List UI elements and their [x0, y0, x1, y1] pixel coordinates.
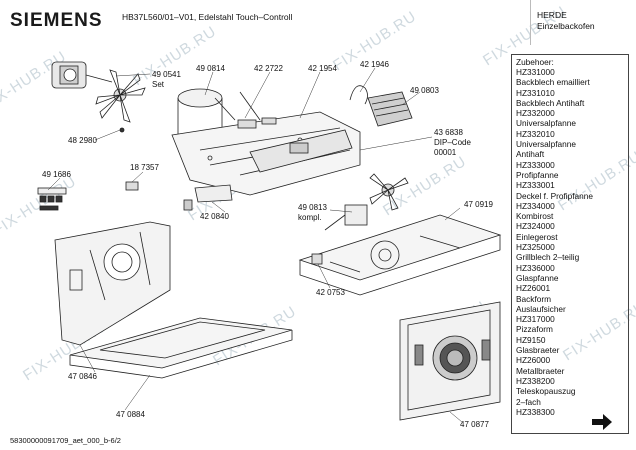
part-number-470846: 47 0846 [68, 372, 97, 381]
accessory-line: Antihaft [516, 149, 545, 160]
accessories-title: Zubehoer: [516, 57, 554, 67]
accessory-line: 2–fach [516, 396, 541, 407]
part-number-187357: 18 7357 [130, 163, 159, 172]
part-number-422722: 42 2722 [254, 64, 283, 73]
part-dip-code: 00001 [434, 148, 457, 157]
accessory-line: HZ338200 [516, 375, 555, 386]
part-number-436838: 43 6838 [434, 128, 463, 137]
accessory-line: HZ331010 [516, 87, 555, 98]
part-number-421946: 42 1946 [360, 60, 389, 69]
category-label: HERDE Einzelbackofen [537, 10, 595, 32]
part-kompl-label: kompl. [298, 213, 322, 222]
part-number-420753: 42 0753 [316, 288, 345, 297]
part-number-421954: 42 1954 [308, 64, 337, 73]
accessories-list: HZ331000 Backblech emailliert HZ331010 B… [516, 67, 593, 417]
accessory-line: HZ317000 [516, 314, 555, 325]
accessory-line: HZ334000 [516, 200, 555, 211]
header-divider [530, 0, 531, 45]
accessory-line: HZ332010 [516, 128, 555, 139]
part-number-490813: 49 0813 [298, 203, 327, 212]
accessory-line: Profipfanne [516, 169, 559, 180]
accessory-line: Glasbraeter [516, 345, 560, 356]
accessory-line: HZ331000 [516, 67, 555, 77]
accessory-line: HZ336000 [516, 262, 555, 273]
accessory-line: HZ332000 [516, 108, 555, 119]
heatsink-part [367, 91, 413, 127]
accessory-line: Backblech emailliert [516, 77, 590, 88]
next-page-button[interactable] [590, 413, 614, 431]
terminal-block-part [37, 187, 67, 211]
fan-motor-part [51, 61, 113, 89]
accessory-line: HZ333001 [516, 180, 555, 191]
part-set-label: Set [152, 80, 165, 89]
accessories-panel [511, 54, 629, 434]
accessory-line: HZ26000 [516, 355, 551, 366]
leader-lines [47, 67, 463, 423]
accessory-line: Backform [516, 293, 552, 304]
part-number-490814: 49 0814 [196, 64, 225, 73]
part-number-490803: 49 0803 [410, 86, 439, 95]
part-number-490541: 49 0541 [152, 70, 181, 79]
part-number-482980: 48 2980 [68, 136, 97, 145]
accessory-line: Universalpfanne [516, 139, 576, 150]
accessory-line: Kombirost [516, 211, 554, 222]
accessory-line: Pizzaform [516, 324, 553, 335]
accessory-line: Universalpfanne [516, 118, 576, 129]
part-number-470919: 47 0919 [464, 200, 493, 209]
cable-part [349, 85, 368, 105]
part-number-420840: 42 0840 [200, 212, 229, 221]
back-panel-part [54, 221, 171, 346]
accessory-line: HZ338300 [516, 406, 555, 417]
arrow-right-icon [592, 414, 612, 430]
brand-logo: SIEMENS [10, 10, 103, 31]
accessory-line: Einlegerost [516, 231, 558, 242]
accessory-line: Auslaufsicher [516, 303, 566, 314]
accessory-line: HZ333000 [516, 159, 555, 170]
accessory-line: Grillblech 2–teilig [516, 252, 580, 263]
accessory-line: Metallbraeter [516, 365, 565, 376]
fan-element-part [311, 173, 409, 265]
switch-part [125, 181, 139, 191]
part-number-491686: 49 1686 [42, 170, 71, 179]
accessory-line: HZ26001 [516, 283, 551, 294]
accessory-line: HZ324000 [516, 221, 555, 232]
accessory-line: Glaspfanne [516, 272, 559, 283]
accessory-line: HZ325000 [516, 242, 555, 253]
fan-wheel-part [95, 69, 146, 123]
accessory-line: Deckel f. Profipfanne [516, 190, 594, 201]
part-number-470884: 47 0884 [116, 410, 145, 419]
bottom-tray-part [69, 317, 293, 379]
control-board-part [249, 129, 353, 173]
bracket-part [194, 184, 233, 203]
category-line-1: HERDE [537, 10, 567, 20]
accessory-line: HZ9150 [516, 334, 546, 345]
accessory-line: Backblech Antihaft [516, 97, 585, 108]
drawing-code: 58300000091709_aet_000_b-6/2 [10, 436, 121, 445]
part-number-470877: 47 0877 [460, 420, 489, 429]
model-line: HB37L560/01–V01, Edelstahl Touch–Control… [122, 12, 293, 22]
accessory-line: Teleskopauszug [516, 386, 576, 397]
oven-top-part [298, 214, 502, 296]
front-panel-part [399, 301, 501, 421]
category-line-2: Einzelbackofen [537, 21, 595, 31]
part-dip-label: DIP–Code [434, 138, 471, 147]
